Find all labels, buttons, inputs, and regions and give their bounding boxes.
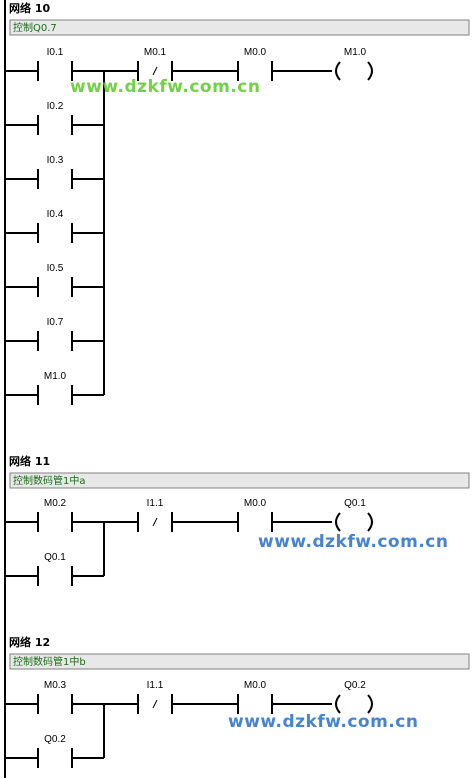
contact-no[interactable]: I0.4: [37, 209, 73, 243]
contact-label: I0.1: [47, 47, 64, 58]
contact-no[interactable]: M0.0: [237, 47, 273, 81]
contact-label: M0.0: [244, 498, 267, 509]
contact-label: M0.2: [44, 498, 67, 509]
contact-no[interactable]: I0.5: [37, 263, 73, 297]
contact-nc[interactable]: I1.1: [137, 680, 173, 714]
contact-label: I0.4: [47, 209, 64, 220]
watermark: www.dzkfw.com.cn: [70, 77, 260, 97]
contact-label: I1.1: [147, 680, 164, 691]
watermark: www.dzkfw.com.cn: [258, 532, 448, 552]
coil[interactable]: M1.0: [335, 47, 373, 81]
network-11: 网络 11 控制数码管1中a M0.2 I1.1 M0.0: [5, 454, 470, 586]
rung-wires: [5, 70, 332, 396]
network-comment: 控制Q0.7: [13, 21, 57, 34]
network-comment: 控制数码管1中b: [13, 655, 86, 668]
contact-no[interactable]: I0.3: [37, 155, 73, 189]
contact-nc[interactable]: I1.1: [137, 498, 173, 532]
contact-no[interactable]: M1.0: [37, 371, 73, 405]
contact-label: Q0.1: [44, 552, 66, 563]
network-comment-box: [9, 19, 470, 36]
contact-no[interactable]: Q0.2: [37, 734, 73, 768]
contact-label: I0.2: [47, 101, 64, 112]
contact-no[interactable]: M0.0: [237, 498, 273, 532]
contact-label: I1.1: [147, 498, 164, 509]
contact-label: M1.0: [44, 371, 67, 382]
watermark: www.dzkfw.com.cn: [228, 712, 418, 732]
coil-label: Q0.1: [344, 498, 366, 509]
contact-label: M0.3: [44, 680, 67, 691]
network-comment-box: [9, 472, 470, 489]
coil[interactable]: Q0.1: [335, 498, 373, 532]
rung-wires: [5, 703, 332, 759]
rung-wires: [5, 521, 332, 577]
contact-no[interactable]: Q0.1: [37, 552, 73, 586]
coil[interactable]: Q0.2: [335, 680, 373, 714]
contact-label: M0.0: [244, 680, 267, 691]
network-title: 网络 11: [9, 454, 50, 468]
contact-label: I0.3: [47, 155, 64, 166]
network-comment-box: [9, 653, 470, 670]
contact-label: Q0.2: [44, 734, 66, 745]
contact-no[interactable]: M0.0: [237, 680, 273, 714]
network-comment: 控制数码管1中a: [13, 474, 86, 487]
network-10: 网络 10 控制Q0.7 I0.1: [5, 1, 470, 405]
coil-label: Q0.2: [344, 680, 366, 691]
contact-no[interactable]: M0.3: [37, 680, 73, 714]
contact-no[interactable]: M0.2: [37, 498, 73, 532]
network-title: 网络 12: [9, 635, 50, 649]
contact-label: I0.7: [47, 317, 64, 328]
network-12: 网络 12 控制数码管1中b M0.3 I1.1 M0.0: [5, 635, 470, 768]
network-title: 网络 10: [9, 1, 50, 15]
contact-no[interactable]: I0.2: [37, 101, 73, 135]
coil-label: M1.0: [344, 47, 367, 58]
contact-label: M0.1: [144, 47, 167, 58]
contact-no[interactable]: I0.7: [37, 317, 73, 351]
contact-label: I0.5: [47, 263, 64, 274]
contact-no[interactable]: I0.1: [37, 47, 73, 81]
contact-label: M0.0: [244, 47, 267, 58]
contact-nc[interactable]: M0.1: [137, 47, 173, 81]
